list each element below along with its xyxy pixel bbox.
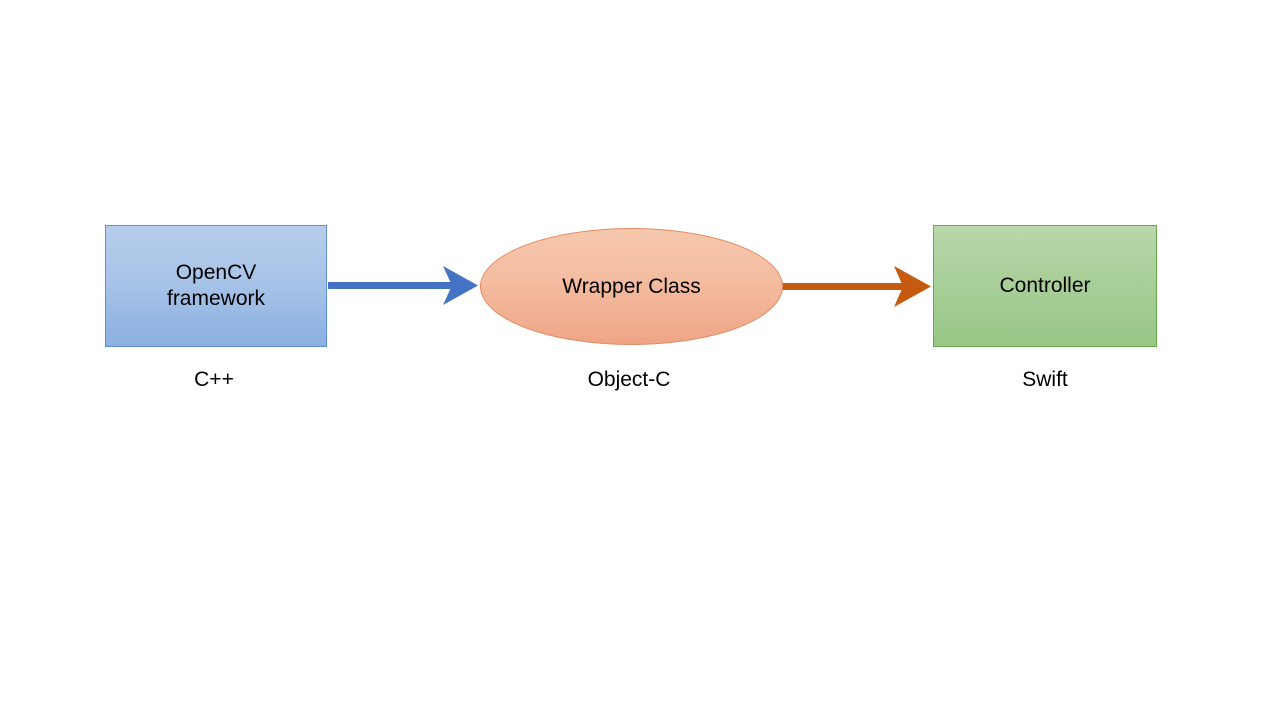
- arrowhead-orange: [894, 266, 931, 307]
- node-controller[interactable]: Controller: [933, 225, 1157, 347]
- node-opencv-framework-label: OpenCV framework: [166, 261, 266, 310]
- caption-wrapper-language: Object-C: [587, 368, 671, 391]
- caption-controller-language: Swift: [1022, 368, 1068, 391]
- connector-opencv-to-wrapper: [328, 266, 478, 305]
- node-wrapper-class[interactable]: Wrapper Class: [480, 228, 783, 345]
- node-controller-label: Controller: [999, 274, 1091, 297]
- arrowhead-blue: [443, 266, 478, 305]
- node-wrapper-class-label: Wrapper Class: [562, 274, 701, 298]
- connector-wrapper-to-controller: [781, 266, 931, 307]
- caption-opencv-language: C++: [194, 368, 234, 391]
- node-opencv-framework[interactable]: OpenCV framework: [105, 225, 327, 347]
